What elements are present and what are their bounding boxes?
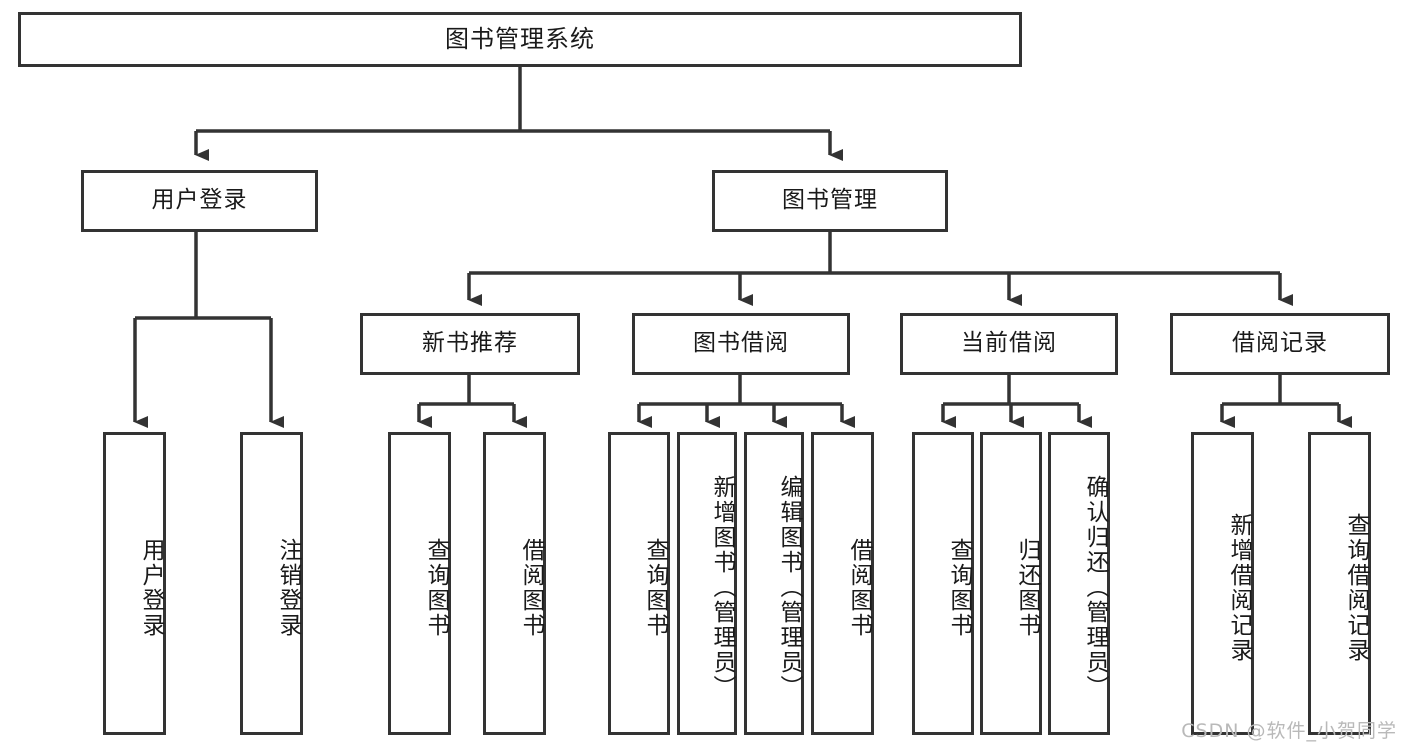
node-label: 新增借阅记录 (1226, 512, 1252, 663)
node-label: 查询图书 (642, 537, 668, 638)
node-label: 图书借阅 (693, 330, 789, 357)
node-label: 图书管理系统 (445, 25, 595, 54)
node-leaf-query-book-current[interactable]: 查询图书 (912, 432, 974, 735)
node-leaf-add-borrow-record[interactable]: 新增借阅记录 (1191, 432, 1254, 735)
node-leaf-query-book-recommend[interactable]: 查询图书 (388, 432, 451, 735)
node-label: 借阅记录 (1232, 330, 1328, 357)
node-label: 用户登录 (151, 187, 248, 214)
node-label: 注销登录 (275, 537, 301, 638)
node-label: 新书推荐 (422, 330, 518, 357)
node-label: 查询图书 (423, 537, 449, 638)
node-current-borrow[interactable]: 当前借阅 (900, 313, 1118, 375)
node-leaf-edit-book[interactable]: 编辑图书（管理员） (744, 432, 804, 735)
node-label: 借阅图书 (846, 537, 872, 638)
node-leaf-query-book-borrow[interactable]: 查询图书 (608, 432, 670, 735)
node-label: 新增图书（管理员） (709, 475, 735, 700)
node-leaf-add-book[interactable]: 新增图书（管理员） (677, 432, 737, 735)
node-user-login[interactable]: 用户登录 (81, 170, 318, 232)
node-leaf-borrow-book[interactable]: 借阅图书 (811, 432, 874, 735)
node-label: 借阅图书 (518, 537, 544, 638)
node-leaf-borrow-book-recommend[interactable]: 借阅图书 (483, 432, 546, 735)
node-label: 查询借阅记录 (1343, 512, 1369, 663)
node-label: 用户登录 (138, 537, 164, 638)
node-borrow-record[interactable]: 借阅记录 (1170, 313, 1390, 375)
node-label: 归还图书 (1014, 537, 1040, 638)
node-root-book-management-system[interactable]: 图书管理系统 (18, 12, 1022, 67)
watermark-text: CSDN @软件_小贺同学 (1181, 720, 1397, 742)
node-leaf-query-borrow-record[interactable]: 查询借阅记录 (1308, 432, 1371, 735)
node-leaf-logout-login[interactable]: 注销登录 (240, 432, 303, 735)
node-label: 编辑图书（管理员） (776, 475, 802, 700)
node-book-borrow[interactable]: 图书借阅 (632, 313, 850, 375)
node-leaf-return-book[interactable]: 归还图书 (980, 432, 1042, 735)
node-label: 确认归还（管理员） (1082, 475, 1108, 700)
node-leaf-user-login[interactable]: 用户登录 (103, 432, 166, 735)
node-leaf-confirm-return[interactable]: 确认归还（管理员） (1048, 432, 1110, 735)
node-label: 查询图书 (946, 537, 972, 638)
node-label: 当前借阅 (961, 330, 1057, 357)
node-label: 图书管理 (782, 187, 878, 214)
node-book-management[interactable]: 图书管理 (712, 170, 948, 232)
node-new-book-recommend[interactable]: 新书推荐 (360, 313, 580, 375)
